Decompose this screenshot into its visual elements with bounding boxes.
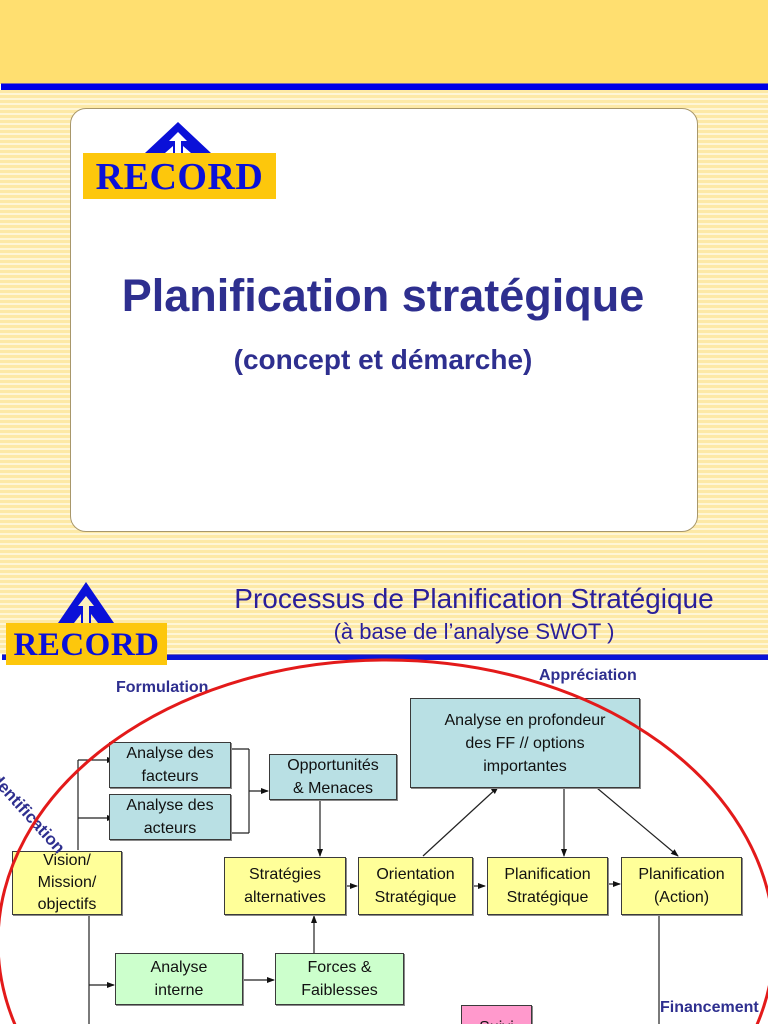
- presentation-subtitle: (concept et démarche): [233, 344, 533, 375]
- slide-subtitle: (à base de l’analyse SWOT ): [333, 619, 615, 644]
- stage-label-identification: Identification: [0, 766, 69, 858]
- stage-label-appreciation: Appréciation: [539, 667, 637, 684]
- header-band: [0, 0, 768, 84]
- box-strategies-alternatives: Stratégies alternatives: [224, 857, 346, 915]
- logo-text: RECORD: [6, 623, 167, 665]
- record-logo: RECORD: [83, 120, 277, 200]
- box-analyse-facteurs: Analyse des facteurs: [109, 742, 231, 788]
- presentation-title: Planification stratégique: [121, 270, 645, 321]
- header-rule: [1, 83, 768, 90]
- box-analyse-profondeur: Analyse en profondeur des FF // options …: [410, 698, 640, 788]
- record-logo: RECORD: [6, 582, 168, 665]
- box-planification-strategique: Planification Stratégique: [487, 857, 608, 915]
- stage-label-formulation: Formulation: [116, 679, 209, 696]
- title-slide: RECORD Planification stratégique (concep…: [0, 0, 768, 570]
- stage-label-financement: Financement: [660, 999, 759, 1016]
- up-arrow-logo-icon: [145, 122, 211, 153]
- up-arrow-logo-icon: [58, 582, 114, 623]
- process-slide: RECORD Processus de Planification Straté…: [0, 570, 768, 1024]
- box-analyse-interne: Analyse interne: [115, 953, 243, 1005]
- box-opportunites-menaces: Opportunités & Menaces: [269, 754, 397, 800]
- box-planification-action: Planification (Action): [621, 857, 742, 915]
- box-analyse-acteurs: Analyse des acteurs: [109, 794, 231, 840]
- box-forces-faiblesses: Forces & Faiblesses: [275, 953, 404, 1005]
- header-rule: [2, 654, 768, 660]
- box-suivi: Suivi: [461, 1005, 532, 1024]
- logo-text: RECORD: [83, 153, 276, 199]
- box-vision-mission: Vision/ Mission/ objectifs: [12, 851, 122, 915]
- slide-title: Processus de Planification Stratégique: [234, 583, 714, 614]
- box-orientation-strategique: Orientation Stratégique: [358, 857, 473, 915]
